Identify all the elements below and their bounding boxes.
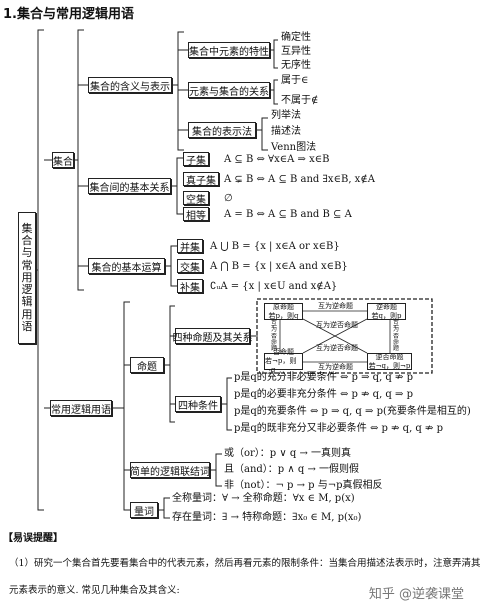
center-bottom-label: 互为逆否命题 <box>316 344 358 352</box>
prop-form: 若¬p，则¬q <box>265 357 297 374</box>
logic-node: 常用逻辑用语 <box>50 400 112 416</box>
set-relations-node: 集合间的基本关系 <box>88 178 171 194</box>
notes-line: （1）研究一个集合首先要看集合中的代表元素，然后再看元素的限制条件：当集合用描述… <box>9 558 481 569</box>
vchar: 否 <box>271 332 278 340</box>
quantifier-item: 全称量词：∀ → 全称命题：∀x ∈ M, p(x) <box>172 493 355 504</box>
elem-relation-node: 元素与集合的关系 <box>188 82 270 98</box>
proper-subset-node: 真子集 <box>183 172 219 187</box>
complement-node: 补集 <box>177 279 203 294</box>
root-node: 集 合 与 常 用 逻 辑 用 语 <box>18 212 36 344</box>
root-char: 常 <box>21 258 33 272</box>
right-vertical-label: 互 为 否 命 题 <box>393 320 400 353</box>
prop-title: 逆命题 <box>376 302 397 311</box>
equal-formula: A = B ⇔ A ⊆ B and B ⊆ A <box>224 209 352 220</box>
notes-line: 元素表示的意义. 常见几种集合及其含义: <box>9 585 180 596</box>
quantifier-item: 存在量词：∃ → 特称命题：∃x₀ ∈ M, p(x₀) <box>172 512 362 523</box>
prop-form: 若¬q，则¬p <box>368 361 411 370</box>
prop-title: 逆否命题 <box>375 352 404 361</box>
prop-form: 若p，则q <box>268 311 299 320</box>
four-conditions-node: 四种条件 <box>175 396 221 412</box>
notes-heading: 【易误提醒】 <box>3 533 63 544</box>
prop-title: 原命题 <box>273 302 294 311</box>
condition-item: p是q的充要条件 ⇔ p ⇒ q, q ⇒ p(充要条件是相互的) <box>234 406 471 417</box>
root-char: 集 <box>21 221 33 235</box>
repr-item: Venn图法 <box>271 142 317 153</box>
page-title: 1.集合与常用逻辑用语 <box>3 7 134 22</box>
connectives-node: 简单的逻辑联结词 <box>130 462 210 478</box>
center-top-label: 互为逆否命题 <box>316 321 358 329</box>
set-meaning-node: 集合的含义与表示 <box>88 77 172 93</box>
root-char: 用 <box>21 270 33 284</box>
watermark: 知乎 @逆袭课堂 <box>368 587 464 602</box>
converse-proposition: 逆命题 若q，则p <box>367 303 406 320</box>
vchar: 命 <box>393 338 400 346</box>
repr-item: 列举法 <box>271 110 301 121</box>
original-proposition: 原命题 若p，则q <box>264 303 303 320</box>
vchar: 为 <box>393 326 400 334</box>
vchar: 题 <box>393 345 400 353</box>
root-char: 辑 <box>21 295 33 309</box>
left-vertical-label: 互 为 否 命 题 <box>271 320 278 353</box>
elem-props-node: 集合中元素的特性 <box>188 42 270 58</box>
vchar: 互 <box>271 320 278 327</box>
root-char: 语 <box>21 320 33 334</box>
complement-formula: ∁ᵤA = {x | x∈U and x∉A} <box>210 281 338 292</box>
prop-form: 若q，则p <box>371 311 402 320</box>
prop-title: 否命题 <box>273 348 294 357</box>
vchar: 互 <box>393 320 400 327</box>
root-char: 用 <box>21 307 33 321</box>
union-formula: A ⋃ B = {x | x∈A or x∈B} <box>210 241 340 252</box>
union-node: 并集 <box>177 239 203 254</box>
quantifiers-node: 量词 <box>130 502 158 518</box>
vchar: 命 <box>271 338 278 346</box>
subset-node: 子集 <box>183 152 209 167</box>
prop-item: 互异性 <box>281 46 311 57</box>
vchar: 为 <box>271 326 278 334</box>
root-char: 与 <box>21 246 33 260</box>
set-repr-node: 集合的表示法 <box>188 122 256 138</box>
proper-subset-formula: A ⊊ B ⇔ A ⊆ B and ∃x∈B, x∉A <box>224 174 375 185</box>
four-propositions-node: 四种命题及其关系 <box>173 328 253 344</box>
connective-item: 非（not）：¬ p → p 与¬p真假相反 <box>224 480 383 491</box>
intersection-node: 交集 <box>177 259 203 274</box>
contrapositive-proposition: 逆否命题 若¬q，则¬p <box>367 353 412 370</box>
repr-item: 描述法 <box>271 126 301 137</box>
condition-item: p是q的必要非充分条件 ⇔ p ⇏ q, q ⇒ p <box>234 389 413 400</box>
connective-item: 且（and）：p ∧ q → 一假则假 <box>224 464 360 475</box>
relation-item: 属于∈ <box>281 75 309 86</box>
condition-item: p是q的充分非必要条件 ⇔ p ⇒ q, q ⇏ p <box>234 372 413 383</box>
prop-item: 确定性 <box>281 32 311 43</box>
empty-set-formula: ∅ <box>224 193 233 204</box>
set-operations-node: 集合的基本运算 <box>88 258 165 274</box>
inverse-proposition: 否命题 若¬p，则¬q <box>264 348 303 374</box>
connective-item: 或（or）：p ∨ q → 一真则真 <box>224 448 352 459</box>
vchar: 否 <box>393 332 400 340</box>
bottom-label: 互为逆命题 <box>318 363 353 371</box>
root-char: 合 <box>21 233 33 247</box>
empty-set-node: 空集 <box>183 191 209 206</box>
relation-item: 不属于∉ <box>281 95 319 106</box>
condition-item: p是q的既非充分又非必要条件 ⇔ p ⇏ q, q ⇏ p <box>234 423 443 434</box>
equal-node: 相等 <box>183 207 209 222</box>
top-label: 互为逆命题 <box>318 302 353 310</box>
vchar: 题 <box>271 345 278 353</box>
prop-item: 无序性 <box>281 60 311 71</box>
intersection-formula: A ⋂ B = {x | x∈A and x∈B} <box>210 261 348 272</box>
proposition-node: 命题 <box>130 357 164 373</box>
set-node: 集合 <box>52 152 74 168</box>
root-char: 逻 <box>21 283 33 297</box>
subset-formula: A ⊆ B ⇔ ∀x∈A ⇒ x∈B <box>224 154 330 165</box>
